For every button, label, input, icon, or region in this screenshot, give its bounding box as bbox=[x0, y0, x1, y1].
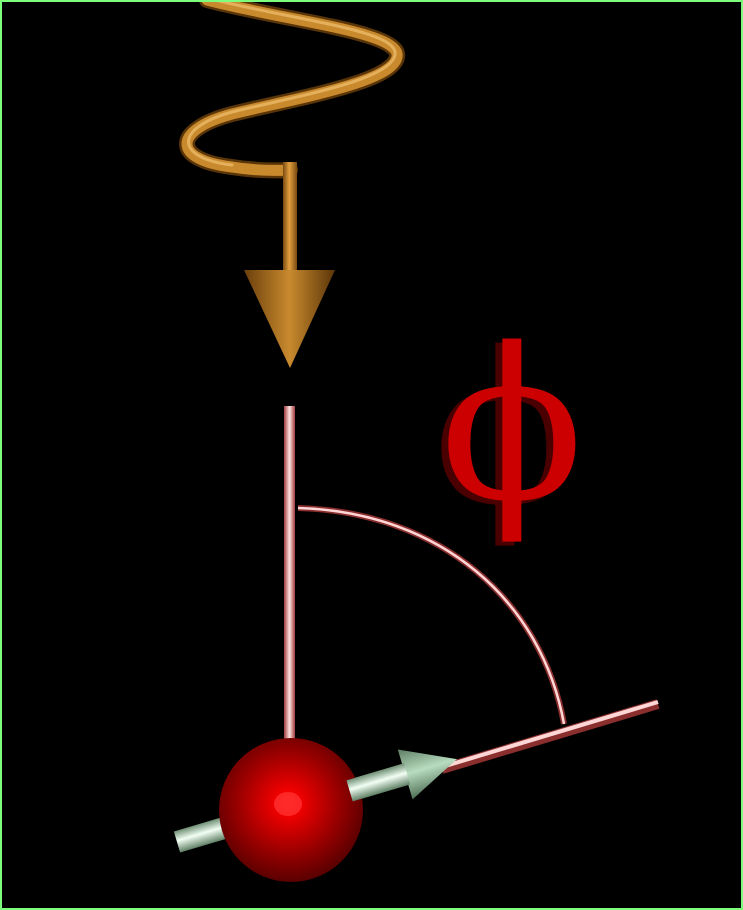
particle-sphere-icon bbox=[219, 738, 363, 882]
angle-label-phi: ϕ ϕ bbox=[433, 303, 583, 552]
angle-label-text: ϕ bbox=[440, 303, 583, 548]
spin-arrow-front-segment bbox=[346, 763, 410, 801]
photon-wavy-arrow-icon bbox=[187, 2, 397, 368]
